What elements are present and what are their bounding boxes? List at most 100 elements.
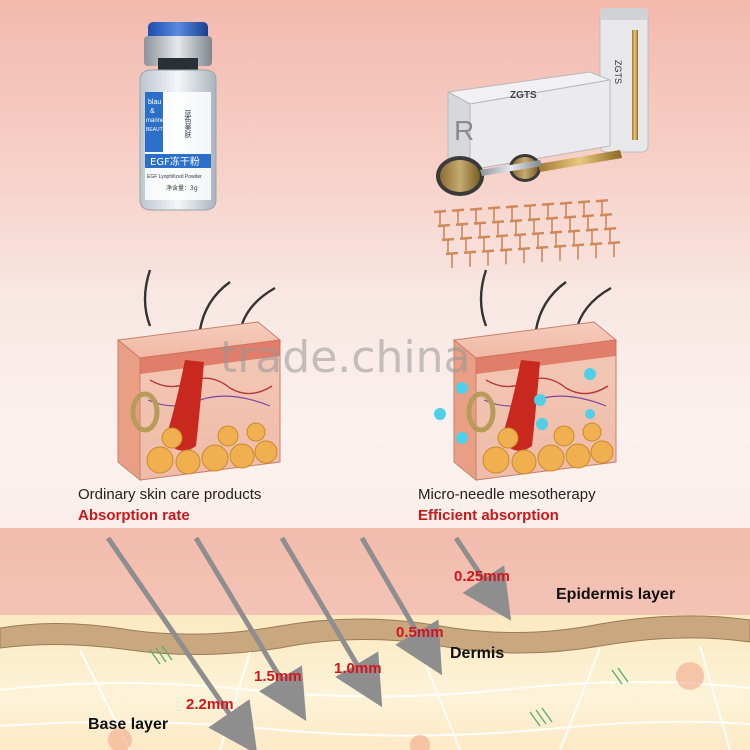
fat-cells — [482, 422, 614, 475]
pink-cells — [108, 662, 704, 750]
depth-label-0-25mm: 0.25mm — [454, 568, 510, 585]
skin-block-right — [434, 269, 618, 482]
vial-product-label: EGF冻干粉 — [150, 155, 200, 168]
needle-head — [491, 220, 505, 224]
needle-head — [549, 230, 563, 235]
layer-label-epidermis: Epidermis layer — [556, 586, 676, 603]
needle-head — [495, 234, 509, 238]
arrow-0-25mm — [453, 536, 512, 621]
vial-label-band — [145, 154, 211, 168]
arrow-1-5mm — [193, 536, 307, 722]
depth-label-2-2mm: 2.2mm — [186, 696, 234, 713]
needle-head — [517, 246, 531, 251]
needle-head — [563, 215, 577, 219]
sweat-gland — [466, 391, 496, 433]
needle-head — [603, 226, 617, 231]
needle-head — [477, 235, 491, 239]
arrow-1-0mm — [279, 536, 383, 708]
vial-sublabel: EGF Lyophilized Powder — [147, 174, 202, 180]
skin-band — [0, 528, 750, 628]
left-panel-title: Ordinary skin care products — [78, 486, 262, 503]
depth-arrows — [105, 536, 512, 750]
roller-tube-brand: ZGTS — [613, 60, 623, 84]
vial-brand-line-4: BEAUTY — [146, 127, 167, 133]
needle-head — [607, 240, 621, 245]
roller-box-front — [469, 79, 611, 171]
needle-head — [459, 236, 473, 241]
arrow-2-2mm — [105, 536, 258, 750]
layer-label-base: Base layer — [88, 716, 169, 733]
depth-label-1-5mm: 1.5mm — [254, 668, 302, 685]
needle-head — [469, 207, 483, 211]
left-panel-subtitle: Absorption rate — [78, 507, 190, 524]
epidermis-stripe — [140, 340, 280, 374]
needle-head — [581, 214, 595, 218]
depth-label-1-0mm: 1.0mm — [334, 660, 382, 677]
needle-head — [589, 242, 603, 246]
needle-head — [433, 209, 447, 214]
needle-head — [437, 223, 451, 228]
layer-label-dermis: Dermis — [450, 645, 505, 662]
absorbed-serum-dots — [434, 368, 596, 444]
vial-brand-line-1: blau — [148, 99, 161, 106]
needle-head — [487, 206, 501, 210]
arrow-0-5mm — [359, 536, 443, 676]
fat-cells — [146, 422, 278, 475]
vial-cn-brand: 蓝色美肤 — [184, 109, 192, 139]
needle-head — [523, 203, 537, 208]
needle-head — [505, 204, 519, 209]
roller-package-illustration: ZGTS R ZGTS — [436, 8, 649, 196]
needle-head — [599, 212, 613, 217]
right-panel-subtitle: Efficient absorption — [418, 507, 559, 524]
roller-tube-handle — [632, 30, 638, 140]
needle-head — [463, 250, 477, 255]
hair — [198, 281, 231, 331]
needle-head — [441, 237, 455, 242]
vial-dose: 净含量：3g — [166, 184, 198, 192]
needle-head — [535, 245, 549, 250]
needle-head — [481, 249, 495, 253]
vial-label-stripe — [145, 92, 163, 152]
sweat-gland — [130, 391, 160, 433]
needle-head — [595, 198, 609, 203]
needle-head — [527, 217, 541, 222]
green-cells — [149, 645, 629, 727]
needle-head — [553, 244, 567, 249]
skin-layers — [0, 615, 750, 750]
needle-head — [545, 216, 559, 221]
needle-head — [509, 218, 523, 223]
needle-head — [473, 221, 487, 225]
epidermis-boundary — [0, 615, 750, 656]
skin-left-face — [117, 338, 141, 482]
needle-head — [577, 200, 591, 204]
needle-head — [455, 222, 469, 227]
needle-head — [559, 201, 573, 205]
hair — [143, 269, 152, 327]
skin-block-left — [116, 269, 282, 482]
blood-vessel — [485, 377, 609, 395]
vial-illustration: blau & marine BEAUTY 蓝色美肤 EGF冻干粉 EGF Lyo… — [139, 22, 217, 211]
needle-head — [585, 228, 599, 232]
hair — [534, 281, 567, 331]
depth-label-0-5mm: 0.5mm — [396, 624, 444, 641]
roller-tube-lid — [600, 8, 648, 20]
roller-box-letter: R — [454, 115, 474, 146]
needle-head — [499, 248, 513, 252]
vial-brand-line-2: & — [150, 108, 155, 115]
roller-neck — [480, 160, 542, 176]
vial-brand-line-3: marine — [146, 118, 165, 124]
right-panel-title: Micro-needle mesotherapy — [418, 486, 596, 503]
roller-handle — [538, 150, 622, 172]
needle-head — [445, 251, 459, 256]
epidermis-stripe — [476, 340, 616, 374]
needle-head — [451, 208, 465, 213]
needle-head — [567, 229, 581, 233]
needle-head — [513, 232, 527, 237]
blood-vessel — [149, 377, 273, 395]
hair — [479, 269, 488, 327]
roller-box-brand: ZGTS — [510, 90, 537, 101]
watermark-text: trade.china — [220, 332, 471, 383]
micro-needle-array — [433, 198, 621, 268]
needle-head — [571, 243, 585, 247]
